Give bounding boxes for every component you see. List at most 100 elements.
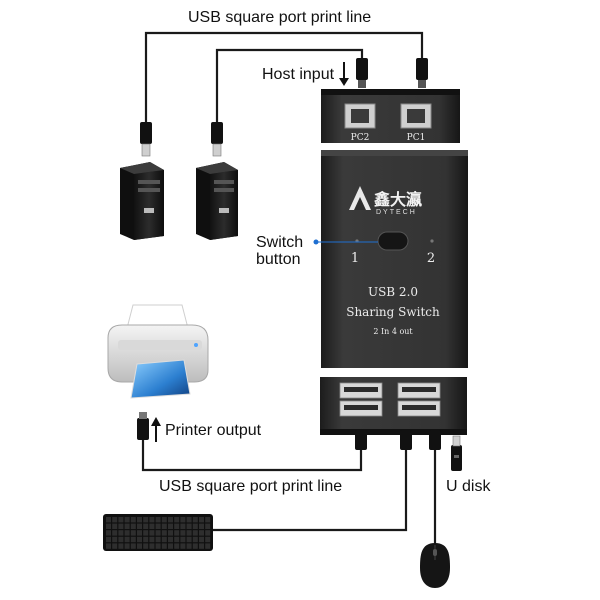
keyboard-key: [143, 536, 149, 543]
indicator-label-2: 2: [427, 251, 435, 266]
bottom-port-panel: [320, 377, 467, 435]
keyboard-key: [192, 543, 198, 549]
keyboard-key: [118, 530, 124, 536]
keyboard-key: [149, 543, 155, 549]
keyboard-key: [180, 530, 186, 536]
bottom-cable-label: USB square port print line: [159, 478, 343, 495]
keyboard-key: [180, 536, 186, 543]
keyboard-key: [199, 523, 204, 529]
keyboard-key: [174, 530, 180, 536]
switch-device-body: [321, 150, 468, 368]
indicator-led-2: [430, 239, 434, 243]
keyboard-key: [205, 543, 211, 549]
keyboard-key: [106, 517, 111, 523]
keyboard-key: [106, 543, 111, 549]
keyboard-key: [149, 536, 155, 543]
keyboard-key: [161, 523, 167, 529]
u-disk-label: U disk: [446, 478, 491, 495]
keyboard-key: [124, 543, 130, 549]
keyboard-key: [137, 530, 142, 536]
keyboard-key: [143, 543, 149, 549]
keyboard-key: [112, 530, 118, 536]
device-text-line2: Sharing Switch: [346, 305, 440, 319]
keyboard-key: [168, 543, 173, 549]
keyboard-key: [186, 543, 192, 549]
usb-plugs-bottom: [355, 430, 441, 450]
keyboard-key: [174, 517, 180, 523]
keyboard-key: [137, 517, 142, 523]
keyboard-key: [106, 536, 111, 543]
brand-name-en: DYTECH: [376, 209, 417, 216]
printer-usb-plug: [137, 412, 149, 440]
switch-button[interactable]: [377, 231, 409, 251]
keyboard-key: [130, 543, 136, 549]
keyboard-key: [137, 523, 142, 529]
keyboard-key: [161, 517, 167, 523]
keyboard-key: [192, 530, 198, 536]
keyboard-key: [137, 543, 142, 549]
switch-pointer: [313, 239, 378, 245]
indicator-label-1: 1: [351, 251, 359, 266]
keyboard-key: [192, 536, 198, 543]
switch-button-label: Switch button: [256, 234, 304, 268]
keyboard-key: [118, 536, 124, 543]
keyboard-key: [192, 517, 198, 523]
keyboard-key: [143, 530, 149, 536]
keyboard-key: [143, 523, 149, 529]
printer-output-label: Printer output: [165, 422, 262, 439]
keyboard-key: [130, 517, 136, 523]
keyboard-key: [155, 530, 161, 536]
keyboard-key: [137, 536, 142, 543]
keyboard-key: [118, 523, 124, 529]
keyboard-key: [168, 536, 173, 543]
keyboard-key: [106, 523, 111, 529]
keyboard-key: [199, 517, 204, 523]
keyboard-key: [199, 543, 204, 549]
printer-cable: [141, 438, 363, 472]
keyboard-key: [130, 530, 136, 536]
keyboard-key: [168, 530, 173, 536]
keyboard-key: [155, 543, 161, 549]
host-input-label: Host input: [262, 66, 335, 83]
keyboard-key: [149, 517, 155, 523]
usb-a-plugs-pcs: [140, 122, 223, 157]
keyboard-key: [161, 530, 167, 536]
keyboard-key: [180, 543, 186, 549]
keyboard-key: [161, 543, 167, 549]
host-input-arrow-icon: [339, 62, 349, 86]
keyboard-cable: [212, 440, 408, 532]
keyboard-key: [199, 536, 204, 543]
keyboard-icon: [103, 514, 213, 551]
keyboard-key: [106, 530, 111, 536]
keyboard-key: [143, 517, 149, 523]
keyboard-key: [168, 523, 173, 529]
port-label-pc1: PC1: [407, 133, 426, 143]
keyboard-key: [174, 536, 180, 543]
keyboard-key: [112, 536, 118, 543]
pc-tower-left: [120, 162, 164, 240]
keyboard-key: [155, 536, 161, 543]
cables: [141, 31, 437, 546]
mouse-icon: [420, 543, 450, 588]
keyboard-key: [186, 536, 192, 543]
keyboard-key: [186, 530, 192, 536]
keyboard-key: [199, 530, 204, 536]
brand-name-cn: 鑫大瀛: [373, 190, 422, 209]
keyboard-key: [155, 517, 161, 523]
keyboard-key: [174, 523, 180, 529]
top-cable-label: USB square port print line: [188, 9, 372, 26]
keyboard-key: [130, 536, 136, 543]
keyboard-key: [155, 523, 161, 529]
keyboard-key: [174, 543, 180, 549]
top-port-panel: [321, 89, 460, 143]
keyboard-key: [192, 523, 198, 529]
keyboard-key: [186, 517, 192, 523]
keyboard-key: [118, 543, 124, 549]
keyboard-key: [124, 530, 130, 536]
usb-b-plugs-top: [356, 58, 428, 88]
keyboard-key: [205, 517, 211, 523]
top-cable: [144, 31, 424, 130]
pc-tower-right: [196, 162, 238, 240]
